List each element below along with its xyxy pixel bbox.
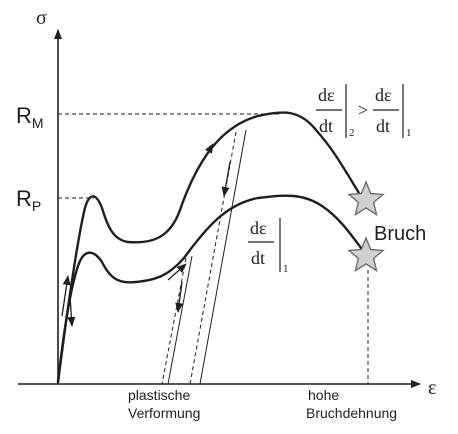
lower-unload-line: [161, 257, 187, 385]
rate-2-denominator: dt: [319, 116, 333, 136]
rm-label: RM: [16, 103, 44, 131]
lower-fracture-star-icon: [347, 236, 385, 273]
plastic-deformation-label-line2: Verformung: [128, 405, 200, 421]
rate-1-denominator: dt: [251, 248, 265, 268]
elastic-unload-arrow: [67, 295, 76, 327]
rate-2-numerator: dε: [318, 85, 335, 105]
rate-comparison-sign: >: [358, 100, 368, 120]
rate-1-numerator: dε: [250, 218, 267, 238]
upper-load-arrow: [199, 143, 214, 167]
rate-2-subscript: 2: [349, 127, 355, 139]
lower-unload-arrow: [175, 281, 184, 313]
lower-reload-line: [167, 255, 193, 385]
upper-stress-strain-curve: [56, 111, 364, 384]
lower-load-arrow: [167, 263, 187, 281]
upper-unload-arrow: [221, 161, 231, 197]
plastic-deformation-label-line1: plastische: [128, 387, 190, 403]
rp-label: RP: [16, 186, 41, 214]
sigma-axis-label: σ: [36, 7, 47, 29]
epsilon-axis-label: ε: [428, 377, 436, 399]
upper-reload-line: [199, 129, 247, 385]
lower-stress-strain-curve: [56, 194, 366, 384]
rate-1-ref-numerator: dε: [375, 85, 392, 105]
rate-1-ref-subscript: 1: [406, 127, 412, 139]
bruch-label: Bruch: [374, 223, 426, 245]
elastic-load-arrow: [61, 275, 71, 317]
high-fracture-elongation-label-line2: Bruchdehnung: [306, 405, 397, 421]
rate-1-subscript: 1: [283, 263, 289, 275]
rate-1-ref-denominator: dt: [376, 116, 390, 136]
upper-fracture-star-icon: [347, 180, 385, 217]
high-fracture-elongation-label-line1: hohe: [308, 387, 339, 403]
